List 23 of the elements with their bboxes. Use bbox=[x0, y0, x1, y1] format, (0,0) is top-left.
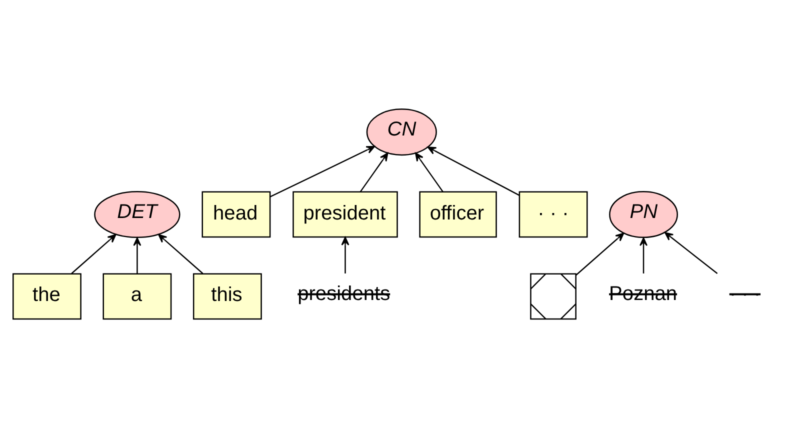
arrow bbox=[427, 146, 520, 196]
node-box: this bbox=[192, 272, 262, 320]
arrow bbox=[270, 145, 375, 197]
node-text: presidents bbox=[298, 282, 390, 304]
node-text: Poznan bbox=[609, 282, 678, 304]
arrow bbox=[664, 232, 718, 274]
node-text: · · · bbox=[729, 282, 761, 304]
arrow bbox=[360, 152, 388, 192]
node-box: a bbox=[102, 272, 172, 320]
node-box: head bbox=[202, 190, 271, 238]
node-box: officer bbox=[419, 190, 497, 238]
node-ellipse: PN bbox=[609, 190, 678, 238]
arrow bbox=[640, 236, 648, 273]
arrow bbox=[415, 152, 444, 192]
arrow bbox=[71, 234, 116, 274]
arrow bbox=[158, 234, 204, 274]
node-ellipse: DET bbox=[94, 190, 180, 238]
arrow bbox=[133, 236, 142, 273]
node-box: president bbox=[292, 190, 398, 238]
node-box: · · · bbox=[518, 190, 588, 238]
node-box: the bbox=[12, 272, 82, 320]
arrow bbox=[576, 232, 624, 276]
arrow bbox=[341, 236, 350, 273]
